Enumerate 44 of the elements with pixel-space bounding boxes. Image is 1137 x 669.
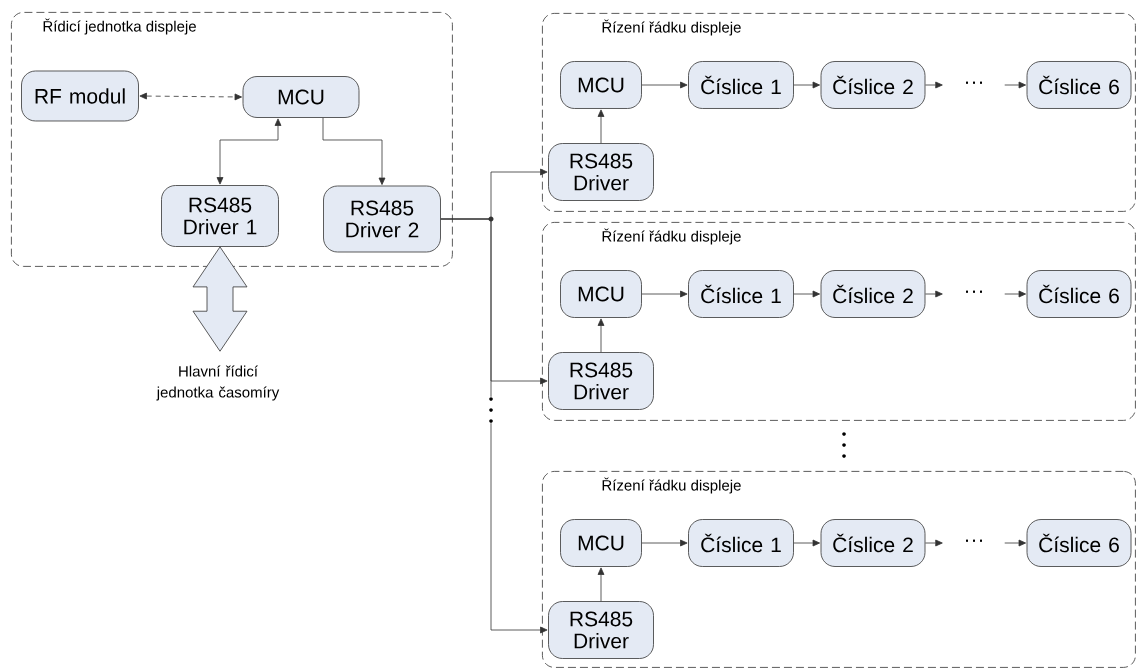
- arrow: [641, 539, 688, 547]
- rounded-box: RF modul: [21, 70, 139, 122]
- rounded-box: RS485 Driver 2: [323, 185, 441, 253]
- rounded-box: Číslice 2: [820, 519, 926, 567]
- text-label: Hlavní řídicí jednotka časomíry: [156, 365, 280, 401]
- arrow: [793, 539, 820, 547]
- rounded-box: MCU: [560, 519, 642, 567]
- arrow: [139, 92, 242, 101]
- rounded-box: MCU: [242, 76, 360, 118]
- rounded-box: Číslice 6: [1026, 61, 1132, 109]
- ellipsis: ···: [966, 81, 982, 84]
- arrow: [597, 318, 605, 353]
- rounded-box: Číslice 6: [1026, 519, 1132, 567]
- arrow: [1004, 539, 1026, 547]
- arrow: [925, 81, 943, 89]
- rounded-box: RS485 Driver: [548, 352, 654, 410]
- rounded-box: RS485 Driver 1: [161, 185, 279, 247]
- rounded-box: Číslice 1: [688, 61, 794, 109]
- vertical-ellipsis: [489, 397, 493, 423]
- arrow: [597, 109, 605, 144]
- arrow: [793, 290, 820, 298]
- arrow: [216, 118, 282, 185]
- rounded-box: Číslice 6: [1026, 270, 1132, 318]
- rounded-box: Číslice 1: [688, 270, 794, 318]
- arrow: [793, 81, 820, 89]
- rounded-box: MCU: [560, 270, 642, 318]
- arrow: [925, 539, 943, 547]
- ellipsis: ···: [966, 290, 982, 293]
- arrow: [925, 290, 943, 298]
- arrow: [1004, 81, 1026, 89]
- rounded-box: Číslice 2: [820, 270, 926, 318]
- rounded-box: RS485 Driver: [548, 601, 654, 659]
- rounded-box: MCU: [560, 61, 642, 109]
- ellipsis: ···: [966, 539, 982, 542]
- double-block-arrow: [192, 246, 248, 352]
- arrow: [641, 290, 688, 298]
- arrow: [1004, 290, 1026, 298]
- arrow: [597, 567, 605, 602]
- rounded-box: RS485 Driver: [548, 143, 654, 201]
- arrow: [641, 81, 688, 89]
- rounded-box: Číslice 2: [820, 61, 926, 109]
- arrow: [490, 422, 548, 634]
- rounded-box: Číslice 1: [688, 519, 794, 567]
- arrow: [322, 117, 386, 185]
